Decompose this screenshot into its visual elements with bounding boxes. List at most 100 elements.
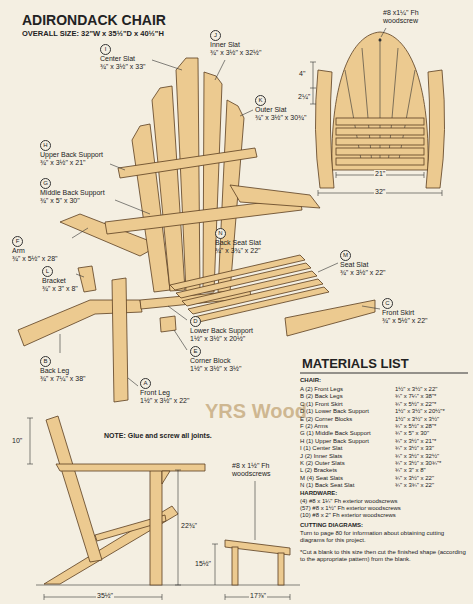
part-name: Outer Slat <box>255 106 287 114</box>
callout-letter: C <box>382 298 393 309</box>
part-name: Back Leg <box>40 367 69 375</box>
part-name: Front Skirt <box>382 309 414 317</box>
part-row: E (2) Corner Blocks <box>300 416 352 423</box>
watermark: YRS Wood <box>205 400 307 422</box>
part-row: N (1) Back Seat Slat <box>300 482 354 489</box>
footnote: *Cut a blank to this size then cut the f… <box>300 549 468 563</box>
part-size: ¾" x 3½" x 32½" <box>395 453 439 460</box>
callout-letter: H <box>40 140 51 151</box>
hardware-row: (4) #8 x 1¼" Fh exterior woodscrews <box>300 498 398 505</box>
part-row: B (2) Back Legs <box>300 393 343 400</box>
callout-letter: J <box>210 30 221 41</box>
part-name: Bracket <box>42 277 66 285</box>
part-name: Front Leg <box>140 389 170 397</box>
callout-letter: I <box>100 44 111 55</box>
part-dimensions: ¾" x 3½" x 32½" <box>210 49 261 57</box>
callout-letter: F <box>12 236 23 247</box>
note: NOTE: Glue and screw all joints. <box>104 432 212 440</box>
hardware-row: (57) #8 x 1½" Fh exterior woodscrews <box>300 505 401 512</box>
part-row: H (1) Upper Back Support <box>300 438 369 445</box>
part-size: ¾" x 3½" x 21"* <box>395 438 436 445</box>
part-name: Lower Back Support <box>190 327 253 335</box>
part-name: Seat Slat <box>340 261 368 269</box>
callout-letter: K <box>255 95 266 106</box>
dimension: 4" <box>299 70 305 78</box>
part-dimensions: 1½" x 3½" x 22" <box>140 397 189 405</box>
table-section: CUTTING DIAGRAMS: <box>300 522 363 529</box>
top-view <box>310 28 445 196</box>
cutting-note: Turn to page 80 for information about ob… <box>300 530 468 544</box>
dimension: 2¼" <box>298 93 310 101</box>
table-rule <box>300 372 468 373</box>
part-size: 1½" x 3½" x 3½" <box>395 416 439 423</box>
dimension: 32" <box>374 188 386 196</box>
part-name: Back Seat Slat <box>215 239 261 247</box>
callout-letter: E <box>190 346 201 357</box>
callout-letter: G <box>40 178 51 189</box>
side-view <box>27 416 300 600</box>
part-size: ¾" x 3" x 8" <box>395 467 426 474</box>
part-dimensions: 1½" x 3½" x 3½" <box>190 365 241 373</box>
dimension: 35½" <box>96 592 114 600</box>
callout-letter: M <box>340 250 351 261</box>
part-row: K (2) Outer Slats <box>300 460 345 467</box>
part-dimensions: ¾" x 3½" x 30¾" <box>255 114 306 122</box>
callout-letter: D <box>190 316 201 327</box>
leader-lines <box>60 60 380 386</box>
part-size: ¾" x 3½" x 30¾"* <box>395 460 441 467</box>
part-size: ¾" x 7¼" x 38"* <box>395 393 436 400</box>
part-row: G (1) Middle Back Support <box>300 430 371 437</box>
part-dimensions: ¾" x 3¾" x 22" <box>215 247 261 255</box>
overall-size: OVERALL SIZE: 32"W x 35½"D x 40½"H <box>22 30 164 38</box>
exploded-chair <box>18 58 375 402</box>
part-name: Inner Slat <box>210 41 240 49</box>
part-name: Arm <box>12 247 25 255</box>
part-row: I (1) Center Slat <box>300 445 342 452</box>
part-size: ¾" x 3¾" x 22" <box>395 482 434 489</box>
table-heading: MATERIALS LIST <box>302 356 409 371</box>
part-row: D (1) Lower Back Support <box>300 408 369 415</box>
part-size: 1½" x 3½" x 20½"* <box>395 408 445 415</box>
part-row: M (4) Seat Slats <box>300 475 343 482</box>
part-dimensions: ¾" x 3" x 8" <box>42 285 78 293</box>
part-dimensions: ¾" x 3½" x 22" <box>340 269 386 277</box>
part-dimensions: ¾" x 3½" x 21" <box>40 159 86 167</box>
part-row: L (2) Brackets <box>300 467 337 474</box>
part-row: F (2) Arms <box>300 423 328 430</box>
hardware-row: (10) #8 x 2" Fh exterior woodscrews <box>300 512 396 519</box>
screw-note: #8 x1¼" Fh woodscrew <box>383 9 447 25</box>
part-size: ¾" x 5½" x 22"* <box>395 401 436 408</box>
part-dimensions: ¾" x 3½" x 33" <box>100 63 146 71</box>
part-size: ¾" x 3½" x 22" <box>395 475 434 482</box>
part-size: ¾" x 5" x 30" <box>395 430 429 437</box>
part-size: ¾" x 3½" x 33" <box>395 445 434 452</box>
part-size: 1½" x 3½" x 22" <box>395 386 437 393</box>
part-name: Upper Back Support <box>40 151 103 159</box>
table-section: HARDWARE: <box>300 490 337 497</box>
callout-letter: N <box>215 228 226 239</box>
callout-letter: L <box>42 266 53 277</box>
table-section: CHAIR: <box>300 377 321 384</box>
dimension: 10" <box>12 437 22 445</box>
part-dimensions: ¾" x 5½" x 22" <box>382 317 428 325</box>
dimension: 21" <box>374 170 386 178</box>
callout-letter: A <box>140 378 151 389</box>
screw-note: #8 x 1½" Fh woodscrews <box>232 462 306 478</box>
part-dimensions: ¾" x 5" x 30" <box>40 197 80 205</box>
part-row: C (1) Front Skirt <box>300 401 343 408</box>
callout-letter: B <box>40 356 51 367</box>
part-dimensions: ¾" x 5½" x 28" <box>12 255 58 263</box>
part-dimensions: ¾" x 7¼" x 38" <box>40 375 86 383</box>
part-name: Center Slat <box>100 55 135 63</box>
dimension: 17⅞" <box>249 592 267 600</box>
title: ADIRONDACK CHAIR <box>22 12 166 28</box>
part-row: A (2) Front Legs <box>300 386 343 393</box>
dimension: 22¾" <box>181 522 197 530</box>
part-row: J (2) Inner Slats <box>300 453 342 460</box>
part-name: Corner Block <box>190 357 230 365</box>
part-size: ¾" x 5½" x 28"* <box>395 423 436 430</box>
dimension: 15½" <box>195 560 211 568</box>
part-dimensions: 1½" x 3½" x 20½" <box>190 335 245 343</box>
